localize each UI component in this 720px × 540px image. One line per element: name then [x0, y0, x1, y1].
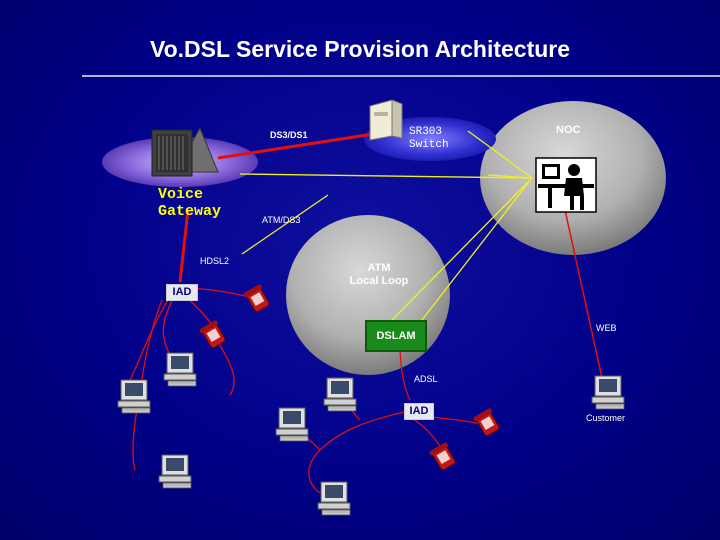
slide-title: Vo.DSL Service Provision Architecture [149, 36, 571, 62]
web-label: WEB [596, 323, 617, 333]
yellow-links [239, 130, 533, 339]
adsl-label: ADSL [414, 374, 438, 384]
ds3-ds1-label: DS3/DS1 [270, 130, 308, 140]
dslam-box: DSLAM [365, 320, 427, 352]
phone-icon [242, 283, 273, 315]
pc-icon [317, 481, 351, 516]
iad-center-box: IAD [404, 403, 434, 420]
noc-operator-workstation [535, 157, 597, 213]
pc-icon [275, 407, 309, 442]
voice-gateway-label: Voice Gateway [158, 186, 222, 220]
phone-icon [198, 319, 229, 351]
pc-icon [591, 375, 625, 410]
pc-icon [323, 377, 357, 412]
pc-icon [117, 379, 151, 414]
customer-label: Customer [586, 413, 626, 423]
atm-ds3-label: ATM/DS3 [262, 215, 301, 225]
sr303-switch-cabinet [369, 99, 403, 141]
sr303-switch-label: SR303 Switch [409, 126, 449, 151]
atm-local-loop-label: ATM Local Loop [349, 262, 409, 287]
pc-icon [163, 352, 197, 387]
iad-left-box: IAD [166, 284, 198, 301]
hdsl2-label: HDSL2 [200, 256, 230, 266]
title-rule [82, 75, 720, 77]
phone-icon [428, 441, 459, 473]
voice-gateway-equipment [151, 126, 219, 177]
pc-icon [158, 454, 192, 489]
noc-label: NOC [556, 124, 581, 136]
